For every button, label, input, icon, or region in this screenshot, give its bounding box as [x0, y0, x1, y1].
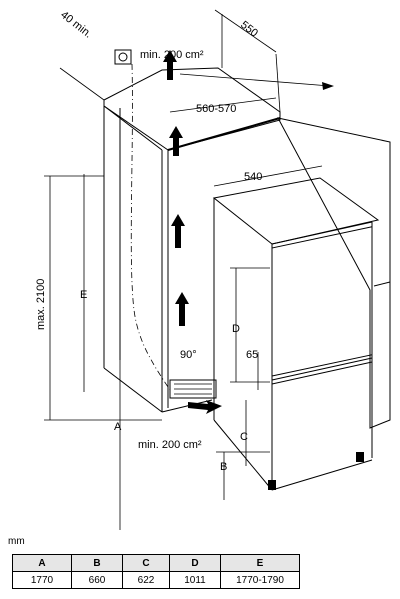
arrow-up-icon: [169, 126, 183, 156]
header-d: D: [169, 554, 221, 572]
value-c: 622: [122, 571, 170, 589]
label-depth-40: 40 min.: [58, 9, 94, 41]
arrow-up-icon: [163, 50, 177, 80]
header-c: C: [122, 554, 170, 572]
label-angle: 90°: [180, 349, 197, 361]
installation-diagram: 40 min. min. 200 cm² 550 560-570 540 max…: [35, 9, 391, 530]
header-e: E: [220, 554, 300, 572]
unit-label: mm: [8, 536, 25, 547]
label-dim-c: C: [240, 431, 248, 443]
open-door: [277, 117, 391, 429]
label-height-max: max. 2100: [35, 279, 47, 330]
table-header-row: A B C D E: [12, 554, 300, 572]
label-vent-bottom: min. 200 cm²: [138, 439, 202, 451]
label-vent-top: min. 200 cm²: [140, 49, 204, 61]
label-dim-65: 65: [246, 349, 258, 361]
header-a: A: [12, 554, 72, 572]
arrow-up-icon: [175, 292, 189, 326]
value-d: 1011: [169, 571, 221, 589]
dimensions-table: A B C D E 1770 660 622 1011 1770-1790: [12, 554, 300, 589]
header-b: B: [71, 554, 123, 572]
value-b: 660: [71, 571, 123, 589]
value-e: 1770-1790: [220, 571, 300, 589]
label-dim-b: B: [220, 461, 227, 473]
dimension-lines: [44, 9, 323, 530]
table-value-row: 1770 660 622 1011 1770-1790: [12, 571, 300, 589]
value-a: 1770: [12, 571, 72, 589]
appliance: [212, 177, 380, 491]
label-dim-d: D: [232, 323, 240, 335]
power-socket: [114, 49, 132, 65]
label-depth-550: 550: [238, 19, 260, 40]
vent-grille: [169, 379, 217, 399]
arrow-up-icon: [171, 214, 185, 248]
airflow-arrows: [163, 50, 334, 414]
label-width-540: 540: [244, 171, 262, 183]
arrow-in-icon: [188, 400, 222, 414]
power-cable: [130, 63, 171, 391]
label-width-560-570: 560-570: [196, 103, 236, 115]
niche-outline: [103, 67, 281, 413]
label-dim-a: A: [114, 421, 122, 433]
label-dim-e: E: [80, 289, 87, 301]
